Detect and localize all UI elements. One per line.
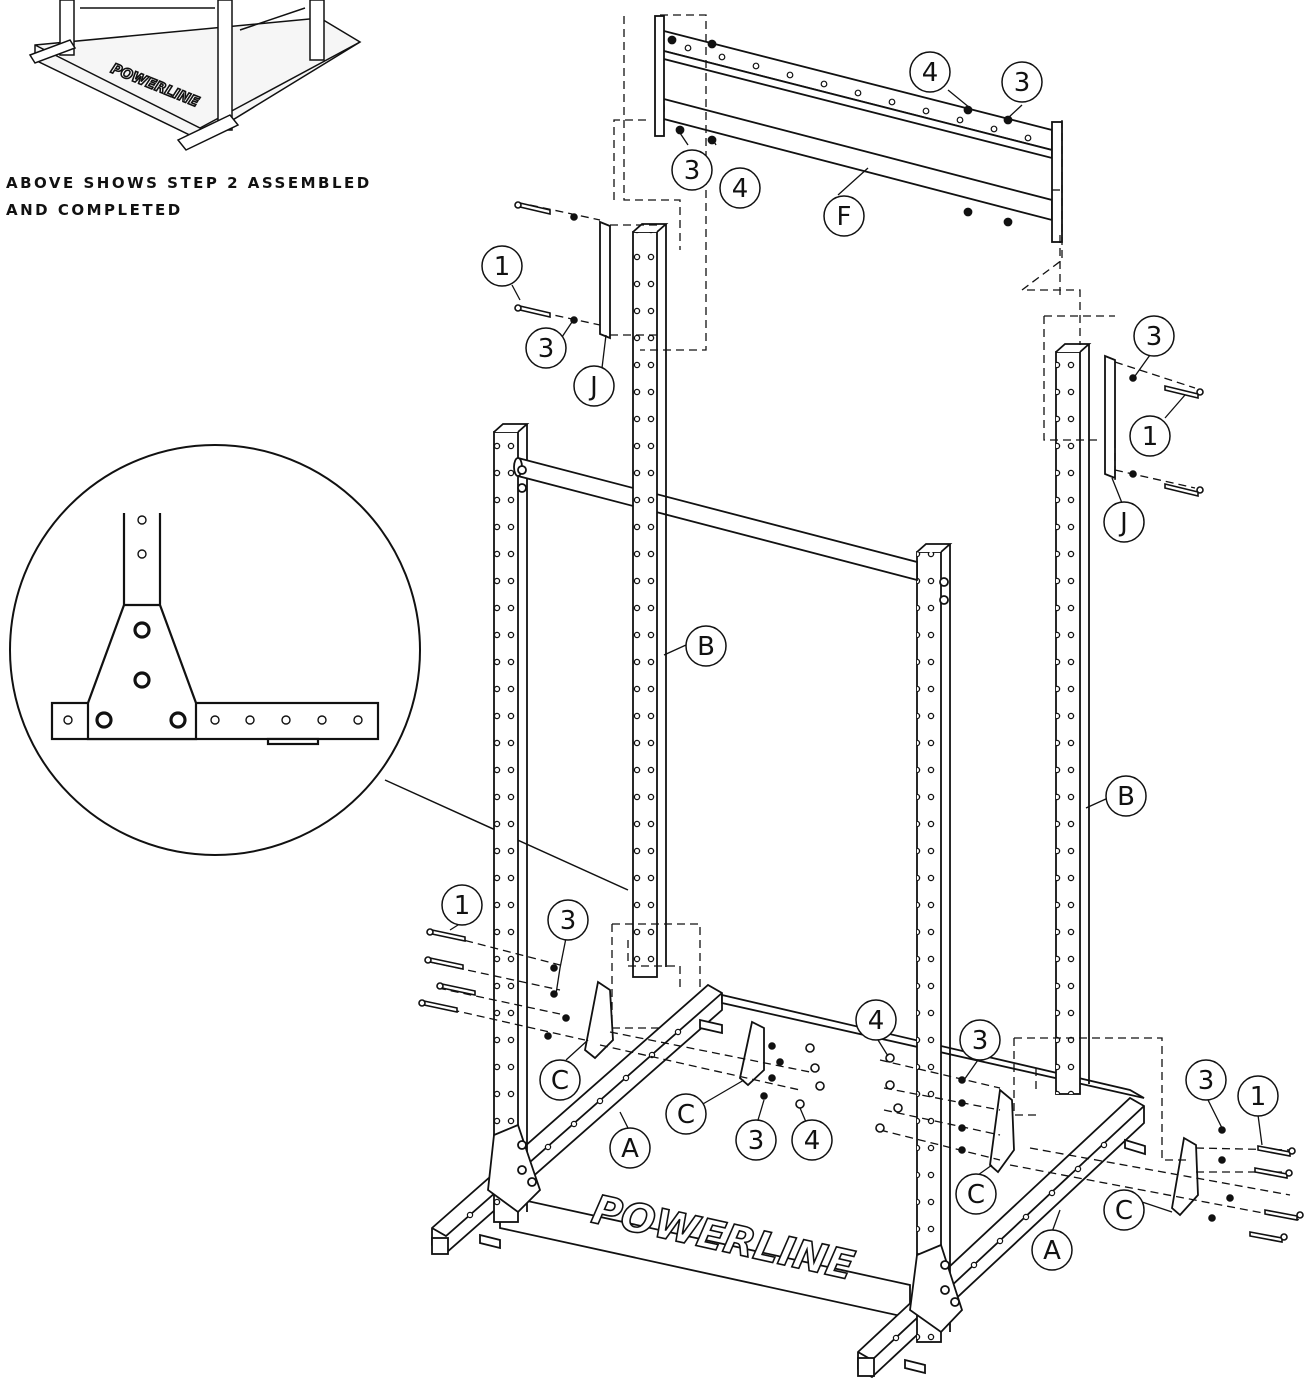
top-crossmember-assembly (654, 15, 1063, 243)
svg-text:B: B (1117, 782, 1135, 812)
svg-text:1: 1 (1250, 1082, 1267, 1112)
hardware (418, 201, 1304, 1243)
assembly-guide-lines (425, 14, 1301, 1221)
svg-text:C: C (551, 1066, 569, 1096)
caption-line-1: ABOVE SHOWS STEP 2 ASSEMBLED (6, 174, 372, 192)
callout-b-right: B (1105, 775, 1147, 817)
svg-text:3: 3 (748, 1126, 765, 1156)
svg-text:3: 3 (684, 156, 701, 186)
callout-4-top: 4 (909, 51, 951, 93)
svg-text:4: 4 (804, 1126, 821, 1156)
svg-text:C: C (967, 1180, 985, 1210)
svg-text:C: C (1115, 1196, 1133, 1226)
svg-text:3: 3 (560, 906, 577, 936)
callout-c-3: C (955, 1173, 997, 1215)
svg-text:3: 3 (972, 1026, 989, 1056)
svg-text:1: 1 (494, 252, 511, 282)
part-c-gusset-3 (989, 1088, 1015, 1174)
svg-text:3: 3 (1198, 1066, 1215, 1096)
svg-text:1: 1 (454, 891, 471, 921)
callout-3-base-mid: 3 (735, 1119, 777, 1161)
part-c-gusset-1 (584, 980, 614, 1060)
callout-b-left: B (685, 625, 727, 667)
detail-magnifier (9, 444, 629, 891)
caption-line-2: AND COMPLETED (6, 201, 183, 219)
callouts: 4 3 3 4 F 1 3 J 3 1 J B B 1 3 C A C 3 4 … (441, 51, 1279, 1271)
callout-3-top-left: 3 (671, 149, 713, 191)
callout-j-left: J (573, 365, 615, 407)
callout-3-top: 3 (1001, 61, 1043, 103)
svg-text:J: J (1118, 508, 1128, 538)
part-j-left-bracket (599, 220, 611, 340)
svg-text:3: 3 (538, 334, 555, 364)
callout-3-j-right: 3 (1133, 315, 1175, 357)
callout-3-base-left: 3 (547, 899, 589, 941)
callout-3-far-right: 3 (1185, 1059, 1227, 1101)
callout-a-right: A (1031, 1229, 1073, 1271)
svg-text:4: 4 (922, 58, 939, 88)
callout-c-1: C (539, 1059, 581, 1101)
completed-step-thumbnail: POWERLINE (28, 0, 362, 151)
svg-text:A: A (621, 1134, 639, 1164)
j-brackets (599, 220, 1116, 480)
callout-3-j-left: 3 (525, 327, 567, 369)
svg-text:3: 3 (1146, 322, 1163, 352)
front-uprights (487, 423, 964, 1343)
callout-3-base-right: 3 (959, 1019, 1001, 1061)
svg-text:C: C (677, 1100, 695, 1130)
callout-4-top-left: 4 (719, 167, 761, 209)
callout-4-base-mid: 4 (791, 1119, 833, 1161)
callout-c-4: C (1103, 1189, 1145, 1231)
callout-c-2: C (665, 1093, 707, 1135)
svg-text:1: 1 (1142, 422, 1159, 452)
callout-a-left: A (609, 1127, 651, 1169)
svg-text:B: B (697, 632, 715, 662)
svg-text:F: F (837, 202, 852, 232)
part-c-gusset-2 (739, 1020, 765, 1087)
part-j-right-bracket (1104, 354, 1116, 480)
svg-text:4: 4 (732, 174, 749, 204)
callout-1-j-left: 1 (481, 245, 523, 287)
callout-j-right: J (1103, 501, 1145, 543)
svg-text:J: J (588, 372, 598, 402)
callout-f: F (823, 195, 865, 237)
leader-lines (449, 89, 1263, 1233)
c-gussets (584, 980, 1199, 1217)
callout-4-base-right: 4 (855, 999, 897, 1041)
svg-text:4: 4 (868, 1006, 885, 1036)
pull-up-bar (517, 456, 918, 582)
callout-1-far-right: 1 (1237, 1075, 1279, 1117)
callout-1-j-right: 1 (1129, 415, 1171, 457)
svg-text:A: A (1043, 1236, 1061, 1266)
rear-uprights (632, 223, 1092, 1095)
base-frame: POWERLINE (431, 983, 1146, 1378)
callout-1-base-left: 1 (441, 884, 483, 926)
caption: ABOVE SHOWS STEP 2 ASSEMBLED AND COMPLET… (6, 170, 426, 224)
svg-text:3: 3 (1014, 68, 1031, 98)
